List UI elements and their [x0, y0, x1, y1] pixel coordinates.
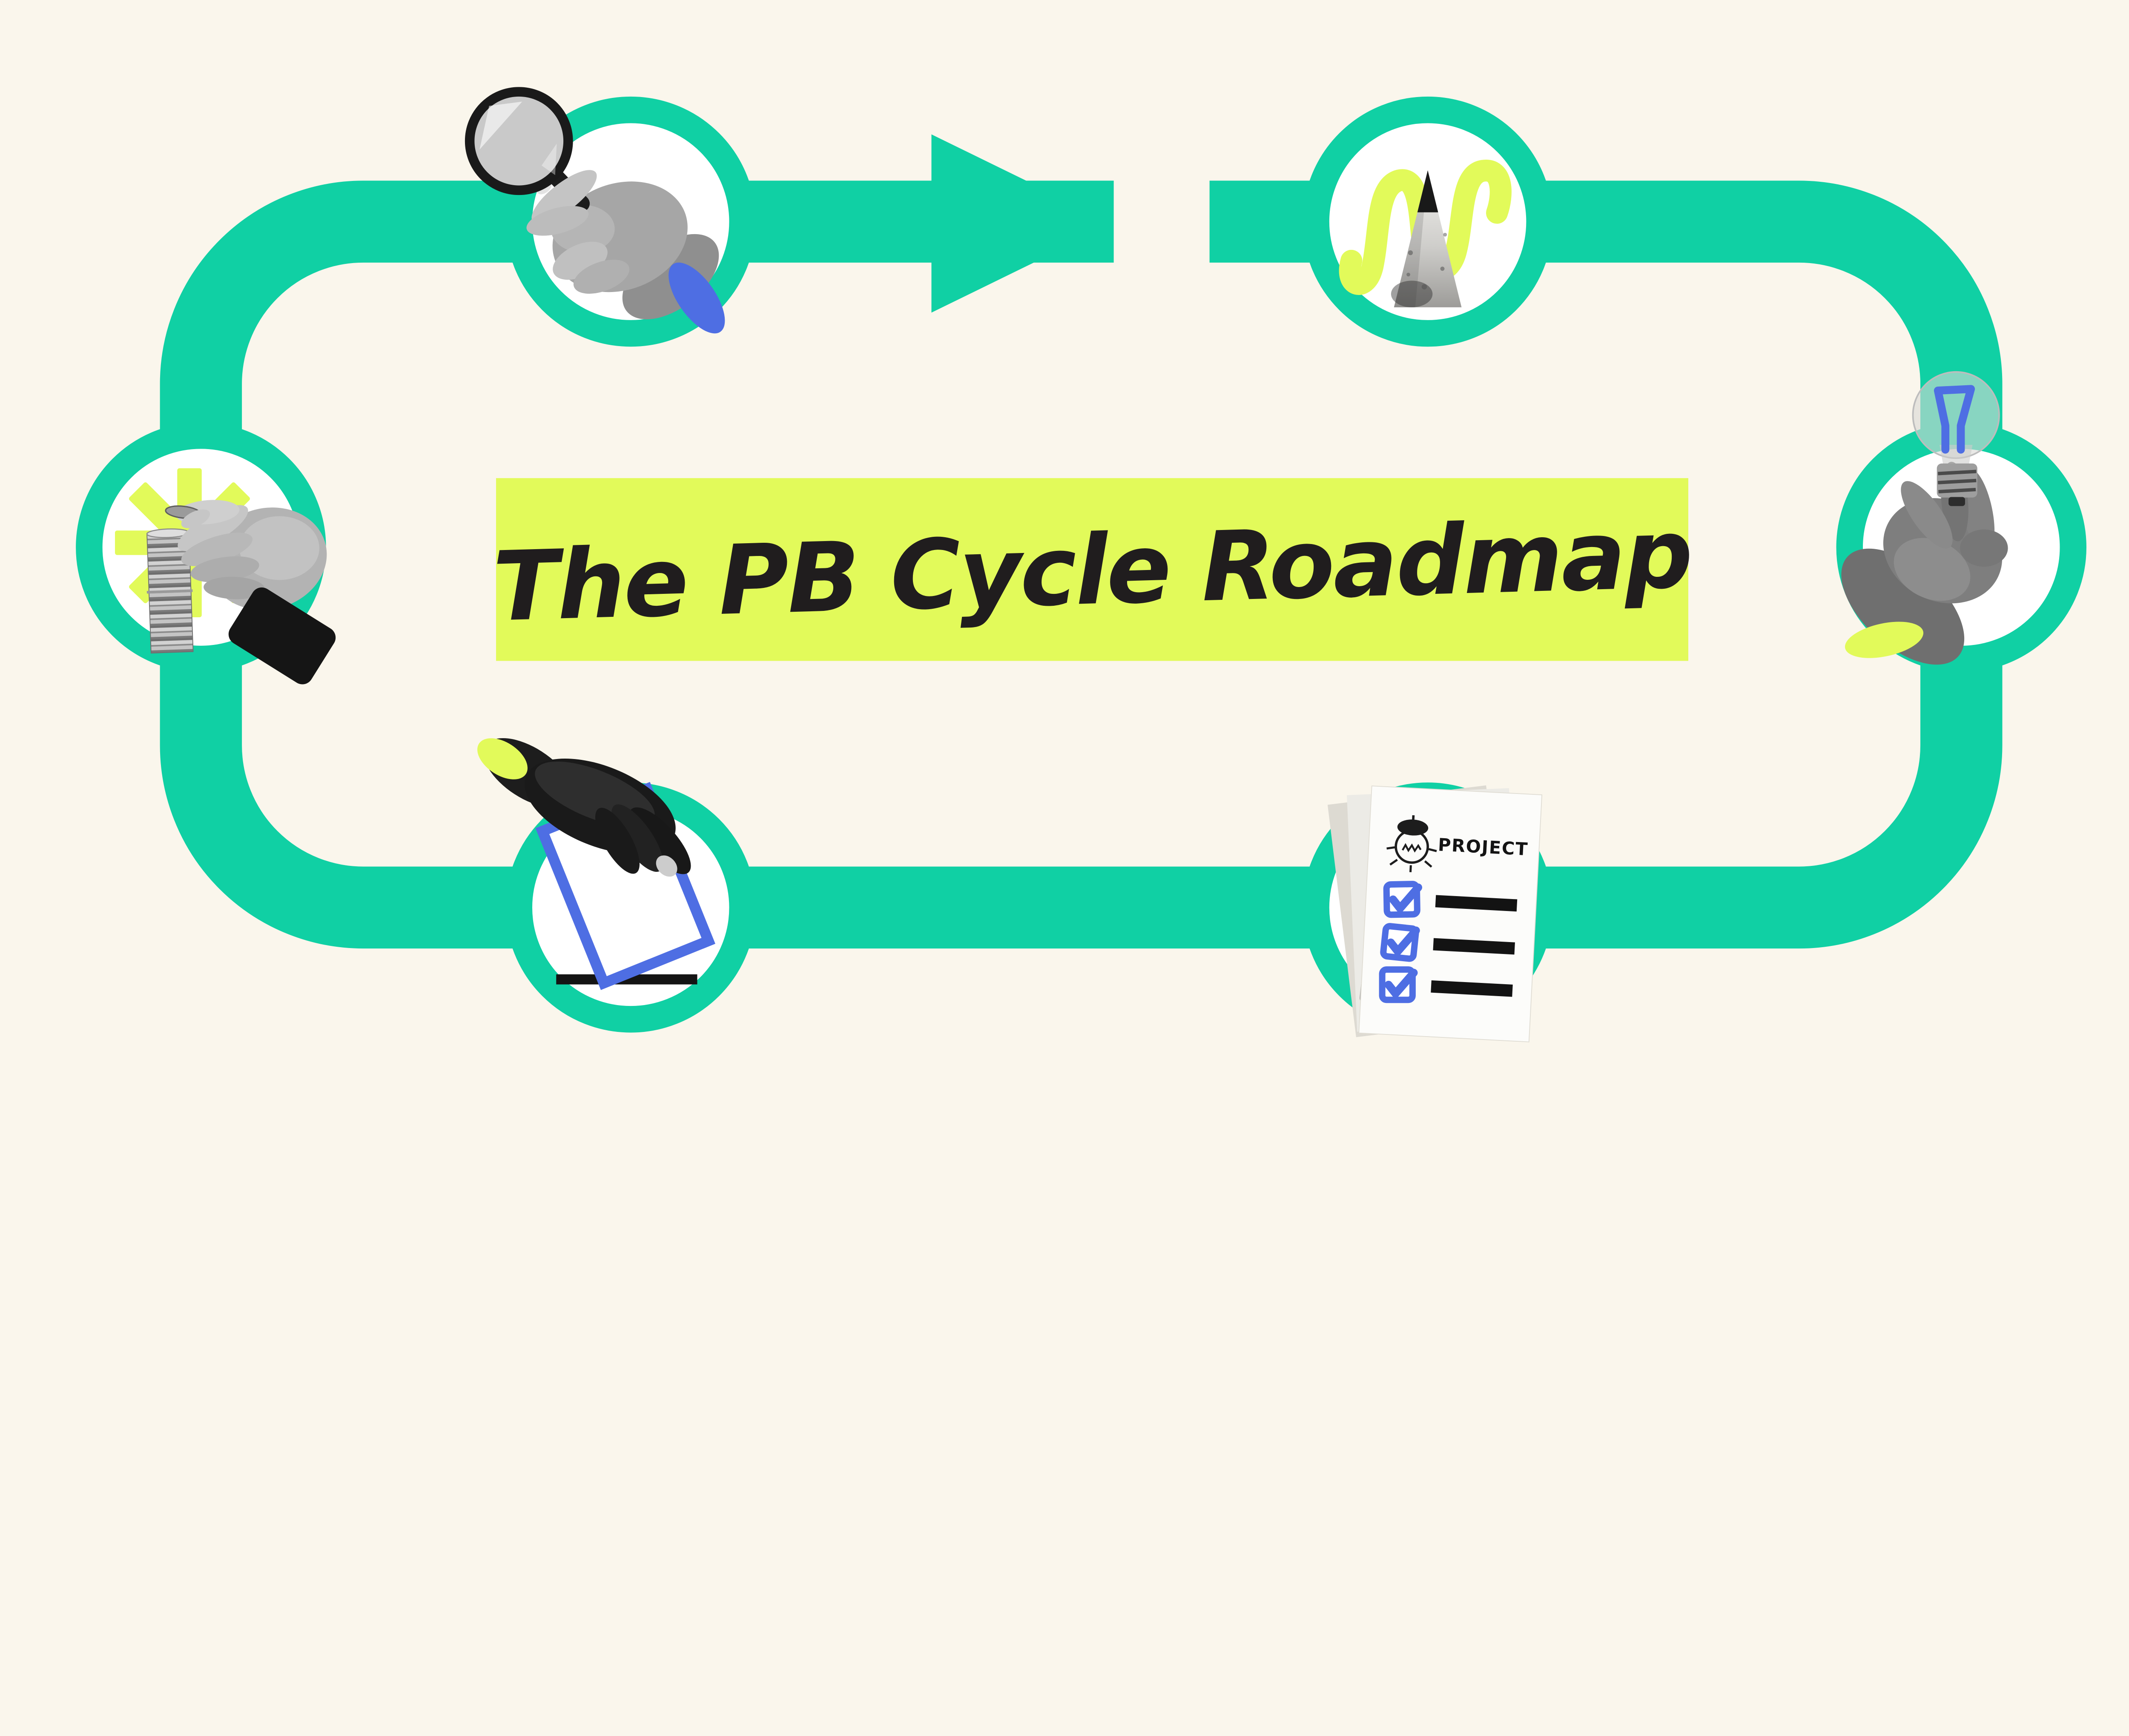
project-checklist-icon: PROJECT [1327, 785, 1543, 1043]
dark-sleeve [228, 587, 336, 685]
pencil-cone [1394, 170, 1462, 307]
checklist-row [1383, 881, 1518, 918]
check-icon [1389, 883, 1423, 913]
checklist-row [1380, 923, 1515, 962]
hand-holding-lightbulb-icon [1841, 371, 2008, 665]
project-title-label: PROJECT [1438, 834, 1529, 859]
magnifying-glass-hand-icon [465, 87, 725, 334]
ballot-voting-icon [477, 738, 715, 990]
lightbulb-doodle-icon [1386, 815, 1437, 872]
pencil-tip-scribble-icon [1339, 160, 1512, 307]
checklist-row [1379, 966, 1513, 1003]
dark-hand [477, 738, 691, 877]
bulb-filament-blue [1934, 385, 1975, 454]
list-line [1431, 980, 1513, 997]
wrist-cut-blue [669, 262, 725, 334]
wrist-cut-yellow [477, 738, 528, 779]
hand-with-coin [165, 500, 336, 685]
check-icon [1386, 926, 1420, 956]
coin-stack [146, 528, 194, 654]
list-line [1433, 938, 1515, 955]
track-gap [1113, 172, 1210, 277]
graphite-tip [1417, 170, 1438, 212]
hand-stacking-coins-icon [115, 468, 336, 685]
pb-cycle-roadmap-poster: PROJECT [76, 87, 2086, 1043]
wrist-cut-yellow [1845, 622, 1924, 658]
title-highlight-banner [496, 478, 1688, 661]
list-line [1435, 895, 1518, 912]
roadmap-scene: PROJECT [76, 87, 2086, 1043]
fingernail [656, 855, 677, 877]
check-icon [1384, 968, 1418, 998]
flow-arrow-icon [931, 134, 1114, 313]
